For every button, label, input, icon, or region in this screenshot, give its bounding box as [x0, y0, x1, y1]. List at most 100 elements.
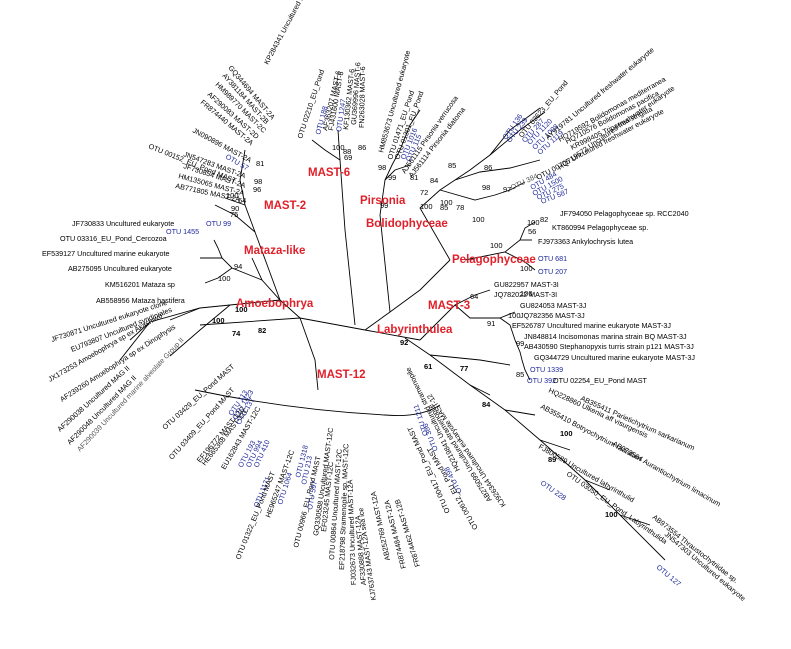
bootstrap-value: 100 — [520, 264, 533, 273]
bootstrap-value: 100 — [235, 305, 248, 314]
bootstrap-value: 86 — [358, 143, 366, 152]
bootstrap-value: 100 — [226, 191, 239, 200]
otu-label: OTU 127 — [655, 563, 683, 589]
taxa-labyrinthulea: HQ228860 Ulkenia aff visurgensis AB35541… — [537, 386, 747, 603]
bootstrap-value: 100 — [560, 429, 573, 438]
bootstrap-value: 69 — [344, 153, 352, 162]
bootstrap-value: 98 — [378, 163, 386, 172]
bootstrap-value: 86 — [484, 163, 492, 172]
taxon-label: KP284341 Uncultured MAST_Pond — [262, 0, 323, 66]
taxon-label: GU822957 MAST-3I — [494, 280, 559, 289]
clade-mast6: MAST-6 — [308, 167, 350, 179]
clade-mast2: MAST-2 — [264, 200, 306, 212]
bootstrap-value: 84 — [482, 400, 491, 409]
bootstrap-value: 100 — [218, 274, 231, 283]
bootstrap-value: 94 — [234, 262, 242, 271]
taxon-label: OTU 03050_EU_Pond_Labyrinthulida — [565, 469, 669, 546]
bootstrap-value: 100 — [212, 316, 225, 325]
bootstrap-value: 100 — [520, 289, 533, 298]
bootstrap-value: 84 — [430, 176, 438, 185]
bootstrap-value: 64 — [238, 196, 246, 205]
bootstrap-value: 100 — [332, 143, 345, 152]
taxa-mast3: GU822957 MAST-3I JQ782022 MAST-3I GU8240… — [494, 280, 695, 385]
bootstrap-value: 98 — [254, 177, 262, 186]
taxon-label: FN263028 MAST-6 — [357, 66, 367, 128]
bootstrap-value: 92 — [400, 338, 408, 347]
taxon-label: JN547303 Uncultured eukaryote — [663, 530, 748, 603]
bootstrap-value: 88 — [343, 147, 351, 156]
bootstrap-value: 81 — [256, 159, 264, 168]
clade-bolidophyceae: Bolidophyceae — [366, 218, 448, 230]
otu-label: OTU 1339 — [530, 365, 563, 374]
bootstrap-value: 90 — [231, 204, 239, 213]
taxon-label: JQ782356 MAST-3J — [520, 311, 585, 320]
taxon-label: JN848814 Incisomonas marina strain BQ MA… — [524, 332, 687, 341]
bootstrap-value: 100 — [508, 311, 521, 320]
taxon-label: JQ782022 MAST-3I — [494, 290, 557, 299]
taxa-pelagophyceae: JF794050 Pelagophyceae sp. RCC2040 KT860… — [538, 209, 689, 276]
bootstrap-values: 100 90 100 94 64 75 96 98 81 100 74 82 1… — [212, 143, 618, 519]
bootstrap-value: 100 — [527, 218, 540, 227]
taxon-label: AB430590 Stephanopyxis turris strain p12… — [524, 342, 694, 351]
bootstrap-value: 56 — [528, 227, 536, 236]
clade-labels: MAST-6 Pirsonia MAST-2 Bolidophyceae Mat… — [236, 167, 536, 381]
bootstrap-value: 75 — [230, 210, 238, 219]
bootstrap-value: 100 — [490, 241, 503, 250]
bootstrap-value: 100 — [440, 198, 453, 207]
bootstrap-value: 85 — [516, 370, 524, 379]
taxon-label: FJ973363 Ankylochrysis lutea — [538, 237, 633, 246]
taxa-mataza: OTU 99 JF730833 Uncultured eukaryote OTU… — [42, 219, 231, 305]
bootstrap-value: 100 — [605, 510, 618, 519]
bootstrap-value: 91 — [487, 319, 495, 328]
tree-branches — [119, 107, 666, 561]
clade-pelagophyceae: Pelagophyceae — [452, 254, 536, 266]
taxon-label: AB275095 Uncultured eukaryote — [68, 264, 172, 273]
taxon-label: KM516201 Mataza sp — [105, 280, 175, 289]
bootstrap-value: 89 — [548, 455, 556, 464]
bootstrap-value: 97 — [503, 185, 511, 194]
taxon-label: KT860994 Pelagophyceae sp. — [552, 223, 648, 232]
clade-mast3: MAST-3 — [428, 300, 470, 312]
bootstrap-value: 82 — [540, 215, 548, 224]
taxa-pirsonia: HM853673 Uncultured eukaryote OTU 01471_… — [376, 49, 467, 179]
bootstrap-value: 100 — [420, 202, 433, 211]
bootstrap-value: 81 — [410, 173, 418, 182]
clade-amoebophrya: Amoebophrya — [236, 298, 314, 310]
taxon-label: JF730833 Uncultured eukaryote — [72, 219, 174, 228]
bootstrap-value: 74 — [232, 329, 241, 338]
otu-label: OTU 681 — [538, 254, 567, 263]
taxon-label: GQ344729 Uncultured marine eukaryote MAS… — [534, 353, 695, 362]
taxon-label: JF794050 Pelagophyceae sp. RCC2040 — [560, 209, 689, 218]
bootstrap-value: 100 — [472, 215, 485, 224]
taxon-label: AB355411 Parietichytrium sarkarianum — [579, 394, 696, 453]
clade-mataza: Mataza-like — [244, 245, 305, 257]
bootstrap-value: 82 — [258, 326, 266, 335]
bootstrap-value: 98 — [482, 183, 490, 192]
clade-pirsonia: Pirsonia — [360, 195, 406, 207]
taxon-label: GU824053 MAST-3J — [520, 301, 587, 310]
bootstrap-value: 64 — [470, 292, 478, 301]
clade-labyrinthulea: Labyrinthulea — [377, 324, 453, 336]
otu-label: OTU 1455 — [166, 227, 199, 236]
bootstrap-value: 99 — [380, 201, 388, 210]
taxa-mast6: KP284341 Uncultured MAST_Pond OTU 02210_… — [262, 0, 367, 140]
bootstrap-value: 99 — [388, 173, 396, 182]
taxon-label: FJ032673 Uncultured MAST-12A — [345, 479, 358, 585]
taxon-label: EF526787 Uncultured marine eukaryote MAS… — [512, 321, 671, 330]
bootstrap-value: 72 — [420, 188, 428, 197]
otu-label: OTU 99 — [206, 219, 231, 228]
taxon-label: OTU 02254_EU_Pond MAST — [553, 376, 647, 385]
taxon-label: OTU 03316_EU_Pond_Cercozoa — [60, 234, 167, 243]
otu-label: OTU 207 — [538, 267, 567, 276]
bootstrap-value: 78 — [456, 203, 464, 212]
bootstrap-value: 77 — [460, 364, 468, 373]
taxa-bolidophyceae: OTU 136 OTU 239 OTU 03623_EU_Pond OTU 28… — [500, 45, 676, 206]
taxon-label: EF218798 Stramenopile sp. MAST-12C — [337, 444, 350, 570]
clade-mast12: MAST-12 — [317, 369, 366, 381]
taxa-mast12: OTU 03429_EU_Pond MAST EF196772 MAST-12C… — [160, 362, 507, 601]
taxon-label: AB558956 Mataza hastifera — [96, 296, 185, 305]
bootstrap-value: 99 — [516, 339, 524, 348]
otu-label: OTU 228 — [539, 478, 568, 502]
bootstrap-value: 85 — [448, 161, 456, 170]
